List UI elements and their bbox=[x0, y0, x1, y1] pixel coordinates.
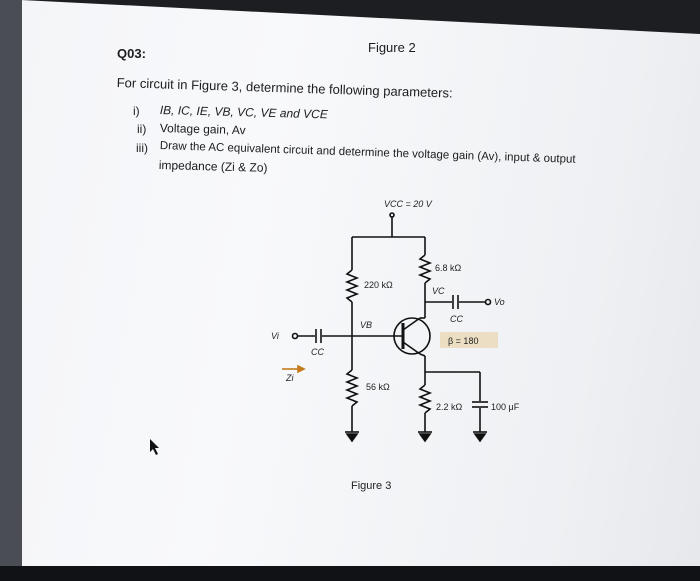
re-resistor bbox=[417, 384, 433, 414]
vo-label: Vo bbox=[494, 297, 505, 307]
vi-label: Vi bbox=[271, 331, 280, 341]
re-label: 2.2 kΩ bbox=[436, 402, 463, 412]
photo-bottom-edge bbox=[0, 566, 700, 581]
photo-left-edge bbox=[0, 0, 22, 581]
r2-resistor bbox=[344, 369, 360, 407]
item-1-number: i) bbox=[133, 104, 140, 118]
r1-label: 220 kΩ bbox=[364, 280, 393, 290]
figure-2-caption: Figure 2 bbox=[368, 40, 416, 55]
paper-sheet bbox=[22, 0, 700, 568]
item-2-number: ii) bbox=[137, 122, 147, 136]
mouse-pointer-icon bbox=[150, 439, 159, 455]
vo-terminal bbox=[484, 298, 492, 306]
zi-label: Zi bbox=[285, 373, 294, 383]
vb-label: VB bbox=[360, 320, 372, 330]
r1-resistor bbox=[344, 269, 360, 303]
vcc-terminal bbox=[389, 212, 395, 218]
rc-label: 6.8 kΩ bbox=[435, 263, 462, 273]
vc-label: VC bbox=[432, 286, 445, 296]
ce-label: 100 μF bbox=[491, 402, 520, 412]
beta-label: β = 180 bbox=[448, 336, 478, 346]
zi-arrow-icon bbox=[297, 364, 306, 374]
rc-resistor bbox=[417, 254, 433, 284]
r2-label: 56 kΩ bbox=[366, 382, 390, 392]
question-id: Q03: bbox=[117, 46, 146, 61]
cc-in-label: CC bbox=[311, 347, 324, 357]
cc-out-label: CC bbox=[450, 314, 463, 324]
vcc-label: VCC = 20 V bbox=[384, 199, 433, 209]
figure-3-caption: Figure 3 bbox=[351, 480, 391, 492]
item-3-number: iii) bbox=[136, 141, 148, 155]
vi-terminal bbox=[291, 332, 299, 340]
beta-highlight bbox=[440, 332, 498, 348]
